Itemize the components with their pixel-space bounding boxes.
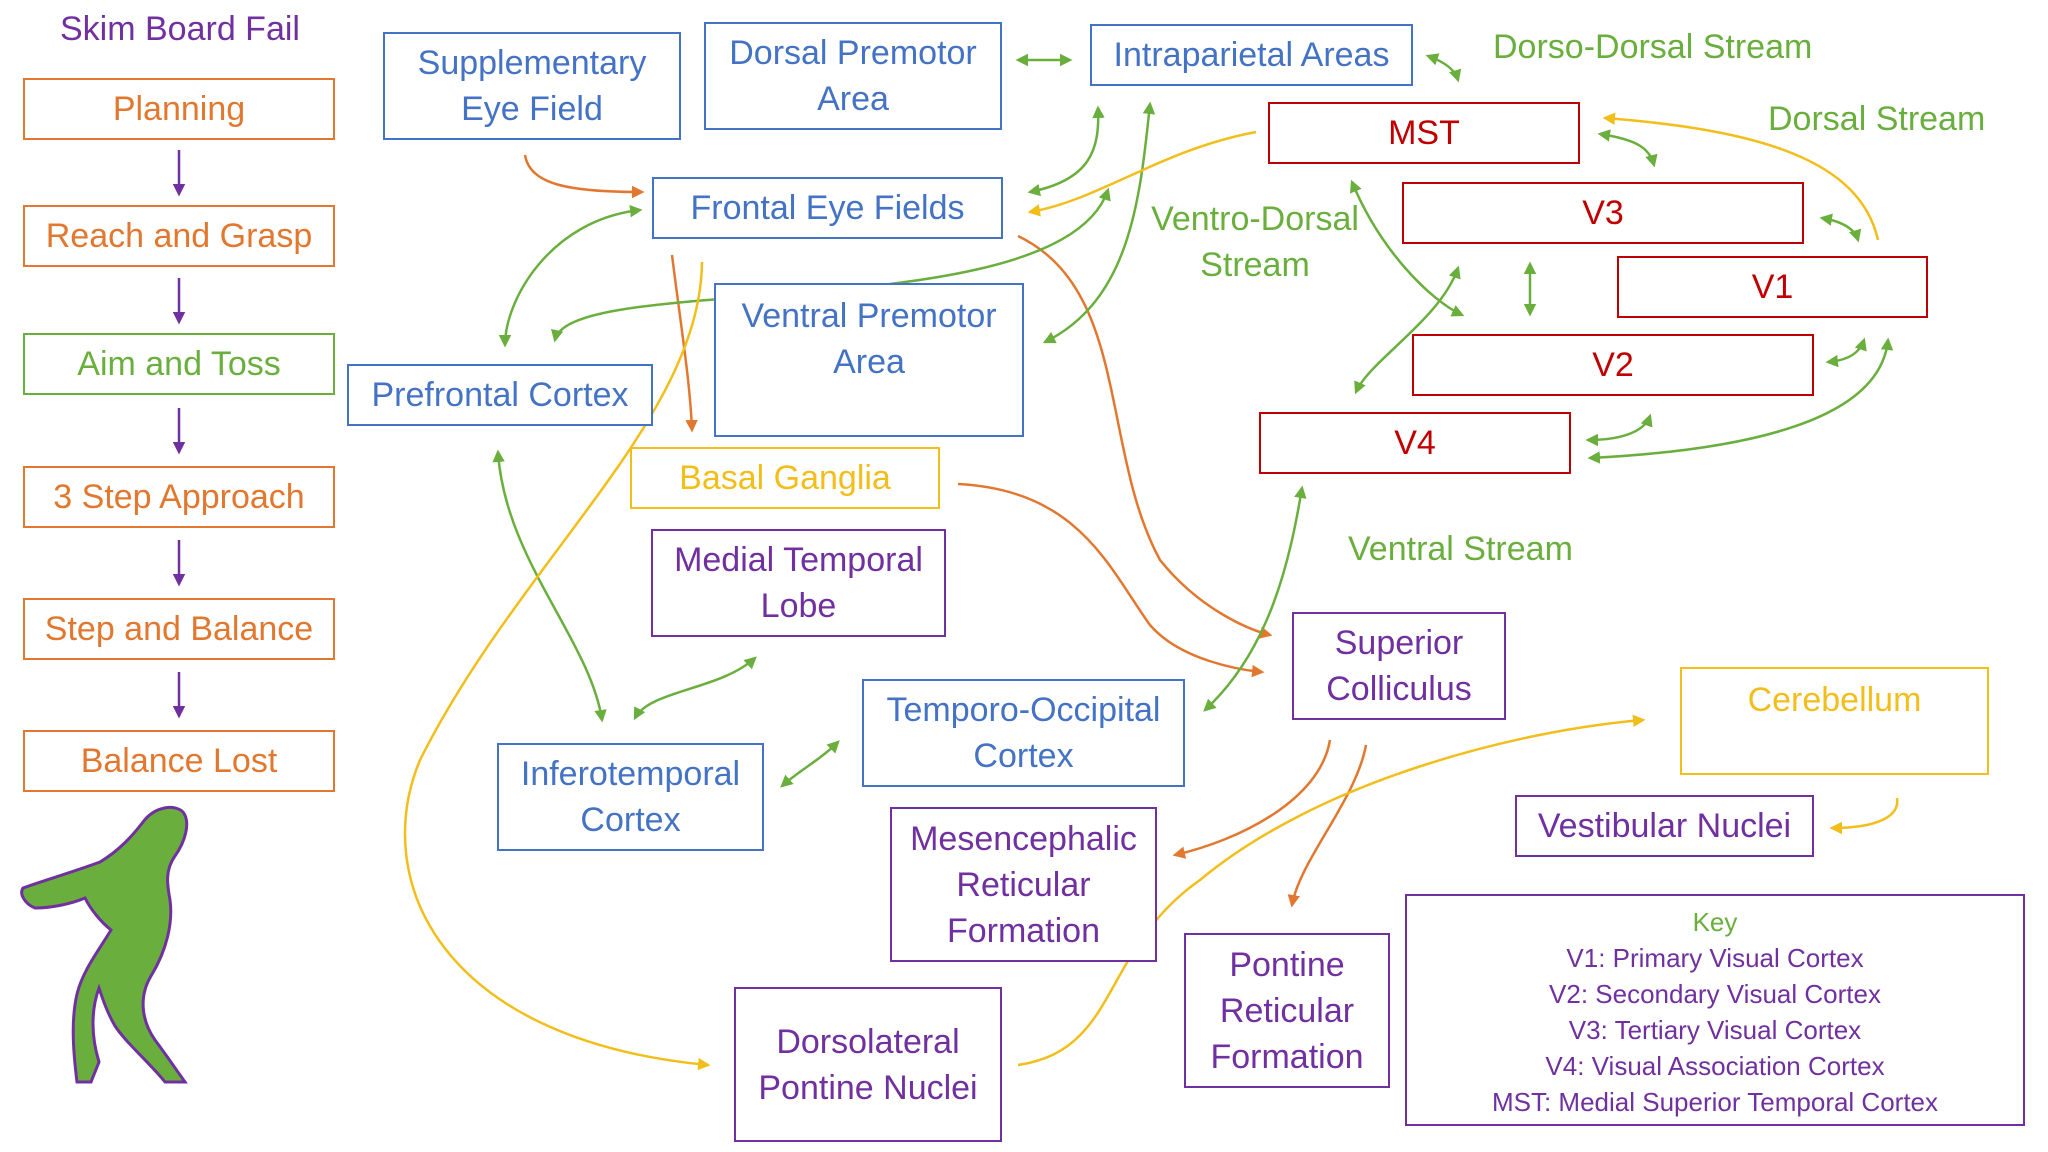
stage-3-step-approach: 3 Step Approach bbox=[23, 466, 335, 528]
label-dorsal-stream: Dorsal Stream bbox=[1768, 100, 1986, 138]
region-mst: MST bbox=[1268, 102, 1580, 164]
stage-planning: Planning bbox=[23, 78, 335, 140]
region-temporo-occipital-cortex: Temporo-Occipital Cortex bbox=[862, 679, 1185, 787]
region-v2: V2 bbox=[1412, 334, 1814, 396]
region-vestibular-nuclei: Vestibular Nuclei bbox=[1515, 795, 1814, 857]
region-pontine-reticular-formation: Pontine Reticular Formation bbox=[1184, 933, 1390, 1088]
arrow-v1-to-mst bbox=[1602, 112, 1880, 241]
arrow-pfc-fef bbox=[498, 204, 643, 348]
arrow-v2-v1 bbox=[1825, 337, 1867, 368]
stage-balance-lost: Balance Lost bbox=[23, 730, 335, 792]
arrow-fef-to-bg bbox=[670, 254, 698, 433]
region-ventral-premotor-area: Ventral Premotor Area bbox=[714, 283, 1024, 437]
legend-item-v4: V4: Visual Association Cortex bbox=[1545, 1051, 1885, 1081]
region-frontal-eye-fields: Frontal Eye Fields bbox=[652, 177, 1003, 239]
region-superior-colliculus: Superior Colliculus bbox=[1292, 612, 1506, 720]
stage-reach-and-grasp: Reach and Grasp bbox=[23, 205, 335, 267]
legend-item-v3: V3: Tertiary Visual Cortex bbox=[1568, 1015, 1862, 1045]
arrow-vpm-ipa bbox=[1042, 101, 1156, 344]
region-inferotemporal-cortex: Inferotemporal Cortex bbox=[497, 743, 764, 851]
label-dorso-dorsal-stream: Dorso-Dorsal Stream bbox=[1493, 28, 1813, 66]
arrow-bg-to-sc bbox=[957, 482, 1265, 678]
arrow-ipa-mst bbox=[1425, 53, 1462, 83]
region-cerebellum: Cerebellum bbox=[1680, 667, 1989, 775]
legend-key: Key V1: Primary Visual Cortex V2: Second… bbox=[1405, 894, 2025, 1126]
region-dorsolateral-pontine-nuclei: Dorsolateral Pontine Nuclei bbox=[734, 987, 1002, 1142]
arrow-fef-to-sc bbox=[1017, 234, 1273, 639]
region-mesencephalic-reticular-formation: Mesencephalic Reticular Formation bbox=[890, 807, 1157, 962]
legend-item-v2: V2: Secondary Visual Cortex bbox=[1549, 979, 1881, 1009]
region-prefrontal-cortex: Prefrontal Cortex bbox=[347, 364, 653, 426]
region-dorsal-premotor-area: Dorsal Premotor Area bbox=[704, 22, 1002, 130]
arrow-itc-mtl bbox=[633, 656, 757, 721]
arrow-toc-v4 bbox=[1203, 485, 1307, 712]
region-v3: V3 bbox=[1402, 182, 1804, 244]
arrow-mst-v3 bbox=[1597, 129, 1658, 168]
arrow-v2-v4 bbox=[1585, 413, 1653, 447]
region-supplementary-eye-field: Supplementary Eye Field bbox=[383, 32, 681, 140]
stage-step-and-balance: Step and Balance bbox=[23, 598, 335, 660]
legend-title: Key bbox=[1692, 907, 1738, 937]
arrow-pfc-itc bbox=[492, 449, 607, 723]
label-ventro-dorsal-stream: Ventro-Dorsal Stream bbox=[1151, 200, 1359, 284]
region-v1: V1 bbox=[1617, 256, 1928, 318]
legend-item-mst: MST: Medial Superior Temporal Cortex bbox=[1491, 1087, 1939, 1117]
arrow-dpn-to-cb bbox=[1017, 714, 1646, 1067]
region-v4: V4 bbox=[1259, 412, 1571, 474]
arrow-fef-ipa bbox=[1027, 105, 1105, 197]
arrow-v4-v1 bbox=[1587, 337, 1894, 464]
arrow-mst-to-fef bbox=[1027, 130, 1257, 217]
arrow-sc-to-mrf bbox=[1172, 739, 1332, 859]
arrow-sef-to-fef bbox=[523, 154, 645, 199]
label-ventral-stream: Ventral Stream bbox=[1348, 530, 1573, 568]
arrow-cb-to-vn bbox=[1829, 797, 1899, 835]
region-basal-ganglia: Basal Ganglia bbox=[630, 447, 940, 509]
diagram-title: Skim Board Fail bbox=[60, 10, 300, 48]
region-medial-temporal-lobe: Medial Temporal Lobe bbox=[651, 529, 946, 637]
arrow-v3-v1 bbox=[1819, 213, 1862, 243]
stage-aim-and-toss: Aim and Toss bbox=[23, 333, 335, 395]
legend-item-v1: V1: Primary Visual Cortex bbox=[1566, 943, 1864, 973]
region-intraparietal-areas: Intraparietal Areas bbox=[1090, 24, 1413, 86]
falling-skimboarder-silhouette bbox=[20, 805, 189, 1084]
arrow-itc-toc bbox=[780, 740, 840, 788]
arrow-sc-to-prf bbox=[1287, 744, 1368, 908]
arrow-v3-v4 bbox=[1354, 265, 1461, 395]
arrow-fef-to-dpn bbox=[403, 261, 711, 1071]
